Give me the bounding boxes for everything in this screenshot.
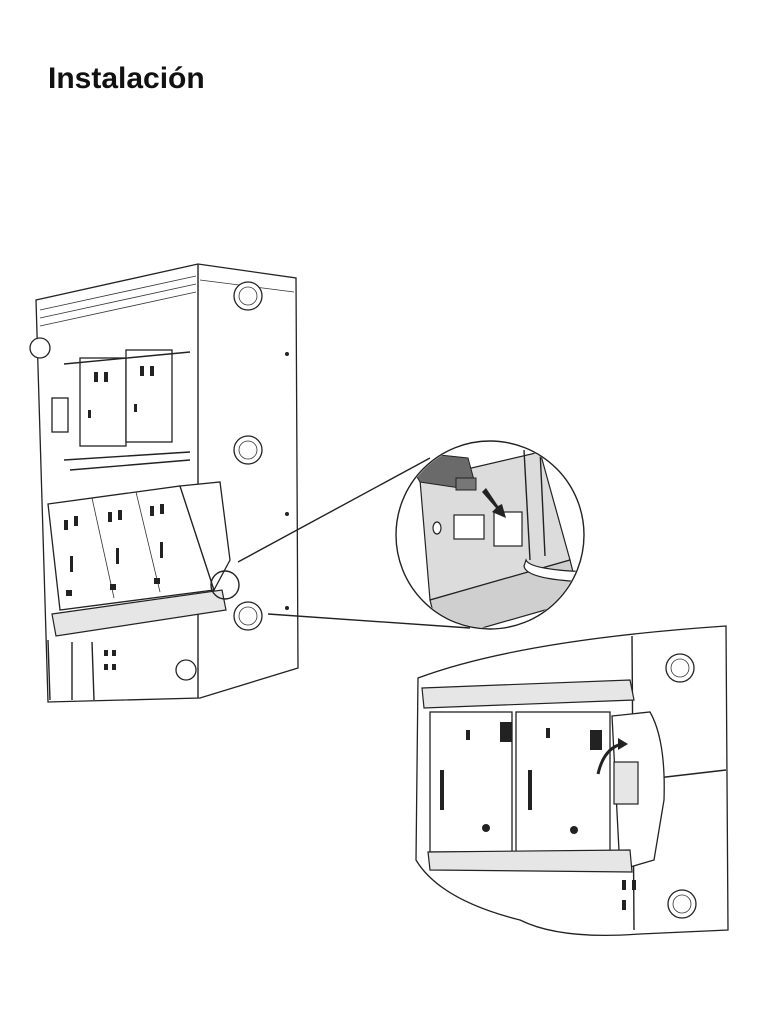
enclosure-detail-drawing [415,625,729,937]
detail-magnifier [395,440,585,630]
page-title: Instalación [48,62,205,95]
enclosure-drawing [29,263,299,703]
callout-line [237,457,471,629]
arrow-icon [482,488,506,518]
